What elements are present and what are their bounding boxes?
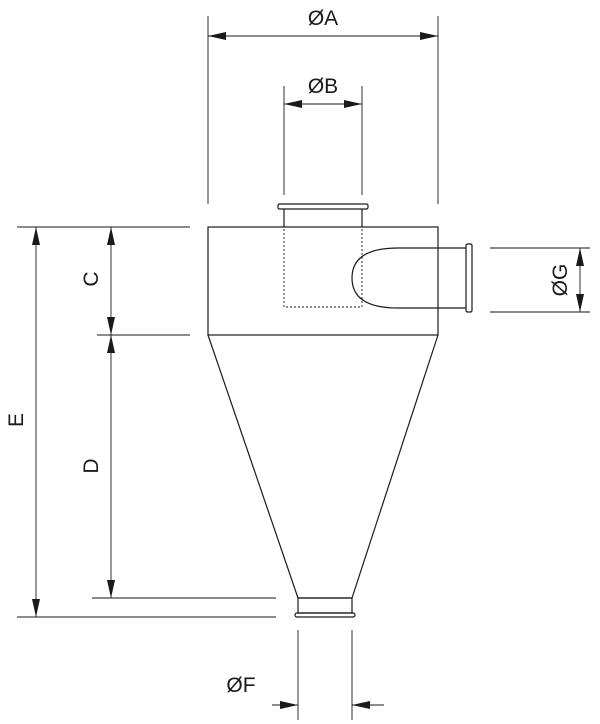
cyclone-cone bbox=[207, 334, 439, 599]
inner-pipe-hidden-outline bbox=[283, 226, 363, 308]
side-inlet-pipe bbox=[351, 243, 473, 313]
bottom-outlet-collar bbox=[297, 597, 353, 614]
dimension-a-label: ØA bbox=[308, 7, 338, 30]
dimension-a: ØA bbox=[208, 7, 438, 40]
dimension-g-label: ØG bbox=[549, 264, 572, 297]
dimension-b: ØB bbox=[284, 75, 362, 108]
extension-lines bbox=[17, 16, 590, 720]
dimension-e-label: E bbox=[5, 413, 28, 427]
cyclone-body bbox=[207, 226, 439, 618]
dimension-b-label: ØB bbox=[308, 75, 338, 98]
side-inlet-flange bbox=[465, 243, 473, 313]
dimension-f-label: ØF bbox=[226, 674, 255, 697]
dimension-d-label: D bbox=[80, 458, 103, 473]
bottom-outlet-ring bbox=[294, 612, 356, 618]
dimension-g: ØG bbox=[549, 248, 584, 312]
side-inlet-elbow bbox=[351, 247, 466, 309]
top-outlet-flange bbox=[277, 203, 369, 210]
top-outlet-pipe bbox=[277, 203, 369, 308]
dimension-e: E bbox=[5, 227, 40, 617]
cyclone-cylinder bbox=[207, 226, 439, 336]
dimension-c-label: C bbox=[80, 271, 103, 286]
dimension-d: D bbox=[80, 335, 115, 598]
dimension-c: C bbox=[80, 227, 115, 335]
dimension-f: ØF bbox=[226, 674, 384, 709]
